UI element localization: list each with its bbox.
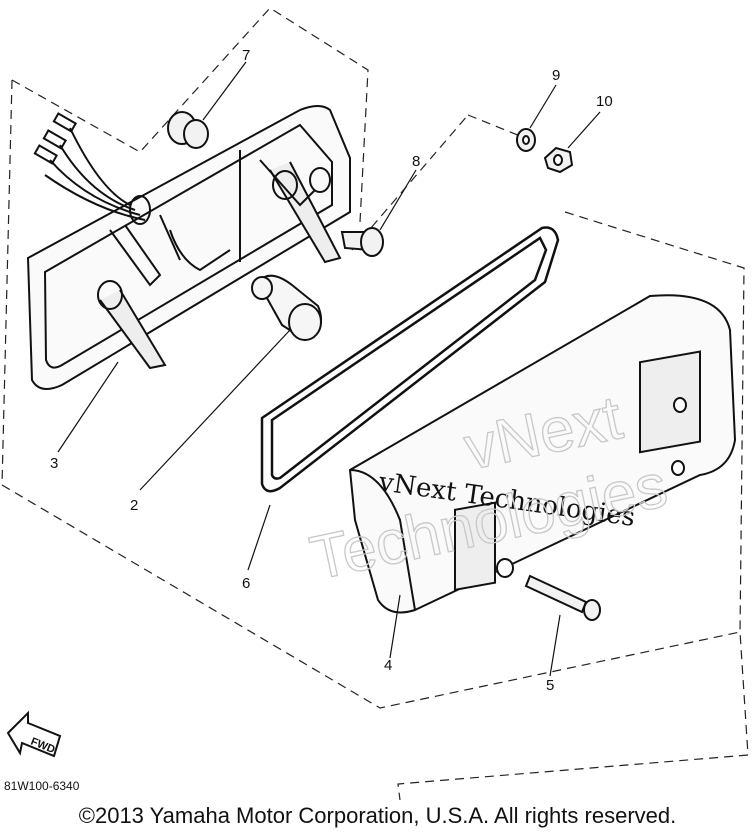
callout-8: 8 (412, 153, 420, 170)
copyright-notice: ©2013 Yamaha Motor Corporation, U.S.A. A… (78, 803, 677, 828)
part-code: 81W100-6340 (4, 779, 80, 793)
screw (340, 227, 384, 257)
grommet (167, 111, 209, 149)
callout-7: 7 (242, 47, 250, 64)
callout-4: 4 (384, 657, 392, 674)
gasket (260, 226, 560, 493)
leader-lines (57, 61, 601, 677)
callout-9: 9 (552, 67, 560, 84)
long-screw (524, 574, 601, 621)
nut (543, 146, 574, 174)
tail-light-housing (26, 105, 351, 390)
wire-harness (33, 112, 151, 225)
callout-10: 10 (596, 93, 613, 110)
assembly-frame (1, 7, 749, 801)
washer (516, 128, 536, 152)
callout-6: 6 (242, 575, 250, 592)
callout-5: 5 (546, 677, 554, 694)
callout-labels: 7 9 10 8 3 2 6 4 5 (50, 47, 613, 694)
bulb (251, 274, 322, 342)
fwd-arrow-icon: FWD (6, 710, 62, 758)
lens (348, 294, 737, 614)
callout-2: 2 (130, 497, 138, 514)
callout-3: 3 (50, 455, 58, 472)
